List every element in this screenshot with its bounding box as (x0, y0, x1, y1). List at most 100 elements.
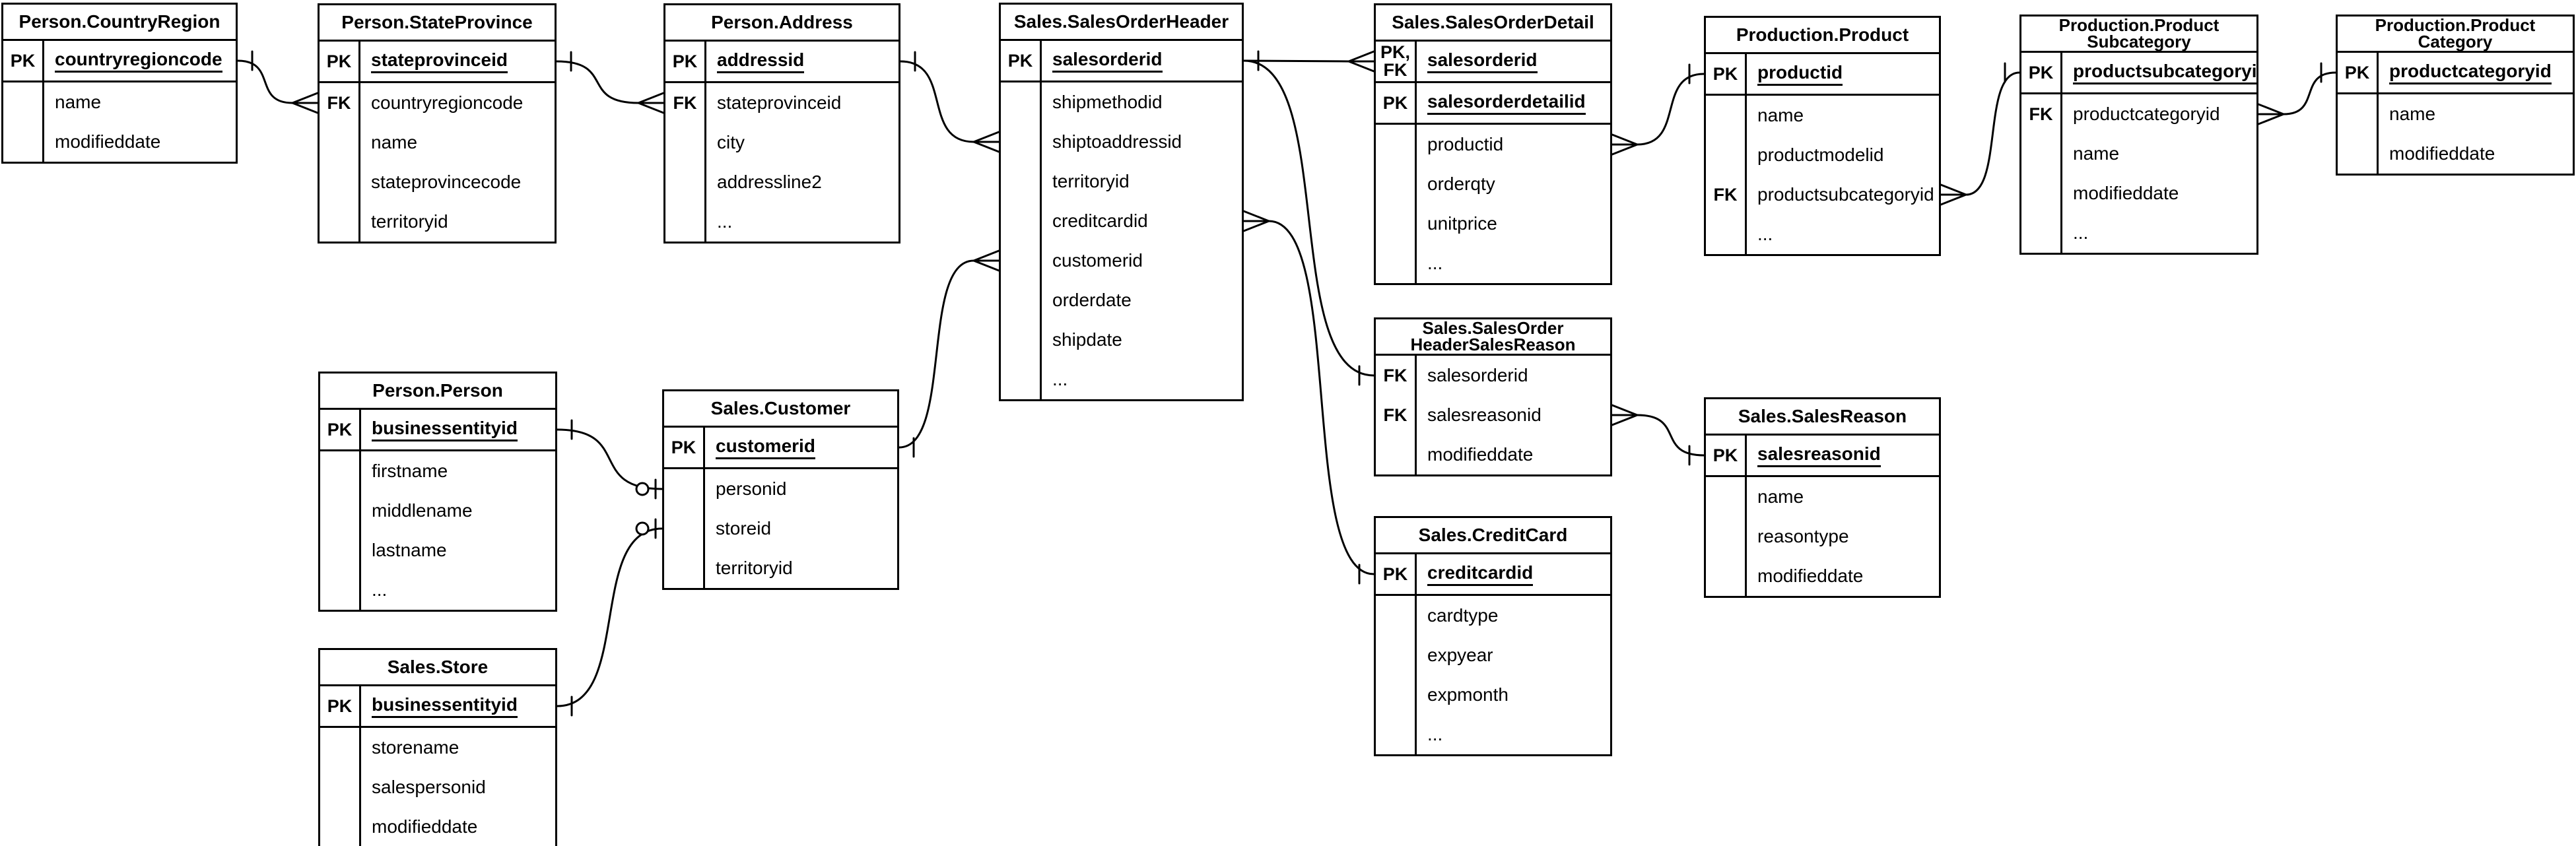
field-row: modifieddate (1376, 435, 1610, 474)
field-name: productid (1747, 54, 1939, 94)
key-badge (1001, 82, 1042, 122)
key-badge (1001, 280, 1042, 320)
field-row: modifieddate (320, 807, 555, 846)
key-badge: PK, FK (1376, 42, 1417, 81)
relationship-wire (637, 92, 665, 114)
key-badge: PK (320, 686, 361, 726)
key-badge: PK (320, 410, 361, 449)
key-badge: FK (2021, 94, 2062, 134)
field-row: modifieddate (1706, 556, 1939, 596)
field-row: ... (1706, 214, 1939, 254)
key-badge: FK (1376, 395, 1417, 435)
key-badge (320, 807, 361, 846)
field-name: name (371, 132, 418, 152)
key-badge (2338, 94, 2379, 134)
key-badge: FK (1376, 356, 1417, 395)
key-badge: PK (2338, 53, 2379, 92)
key-badge (1001, 360, 1042, 399)
field-row: orderdate (1001, 280, 1242, 320)
relationship-wire (972, 131, 1000, 153)
field-name: businessentityid (361, 686, 555, 726)
field-row: ... (2021, 213, 2256, 253)
field-row: productmodelid (1706, 135, 1939, 175)
zero-cardinality-circle (635, 521, 650, 536)
key-badge: PK (1001, 41, 1042, 81)
key-badge (1376, 164, 1417, 204)
field-row: unitprice (1376, 204, 1610, 244)
entity-title: Person.Address (711, 12, 853, 32)
key-badge (1001, 320, 1042, 360)
field-name: orderqty (1427, 174, 1495, 194)
field-row: middlename (320, 491, 555, 531)
field-row: stateprovincecode (320, 162, 555, 202)
field-row: name (2021, 134, 2256, 174)
field-row: name (2338, 94, 2573, 134)
entity-title: Sales.Customer (710, 398, 851, 418)
relationship-wire (899, 60, 975, 143)
key-badge (1706, 517, 1747, 556)
field-row: ... (1001, 360, 1242, 399)
field-row: firstname (320, 451, 555, 491)
field-name: territoryid (716, 558, 793, 578)
field-row: territoryid (320, 202, 555, 242)
relationship-wire (898, 259, 975, 449)
field-row: ... (665, 202, 898, 242)
field-row: name (3, 82, 236, 122)
field-row: customerid (1001, 241, 1242, 280)
key-badge (320, 728, 361, 767)
entity-title: Sales.SalesOrderHeader (1013, 11, 1229, 32)
field-name: salesreasonid (1747, 436, 1939, 475)
field-name: customerid (1052, 250, 1143, 271)
field-row: territoryid (664, 548, 897, 588)
entity-title: Production.Product (1736, 24, 1909, 45)
relationship-wire (1268, 220, 1375, 575)
key-badge (664, 509, 705, 548)
key-badge (320, 162, 360, 202)
key-badge (2021, 174, 2062, 213)
relationship-wire (555, 60, 640, 104)
key-badge: PK (320, 42, 360, 81)
field-row: modifieddate (3, 122, 236, 162)
key-badge (665, 162, 706, 202)
relationship-wire (1347, 50, 1375, 73)
field-name: personid (716, 478, 787, 499)
field-row: addressline2 (665, 162, 898, 202)
field-row: creditcardid (1001, 201, 1242, 241)
field-name: stateprovincecode (371, 172, 522, 192)
field-name: firstname (372, 461, 448, 481)
field-row: ... (1376, 244, 1610, 283)
field-name: salesorderid (1417, 42, 1610, 81)
field-name: ... (372, 579, 388, 600)
field-name: salesorderdetailid (1417, 83, 1610, 123)
field-name: orderdate (1052, 290, 1132, 310)
entity-title: Person.CountryRegion (18, 11, 220, 32)
